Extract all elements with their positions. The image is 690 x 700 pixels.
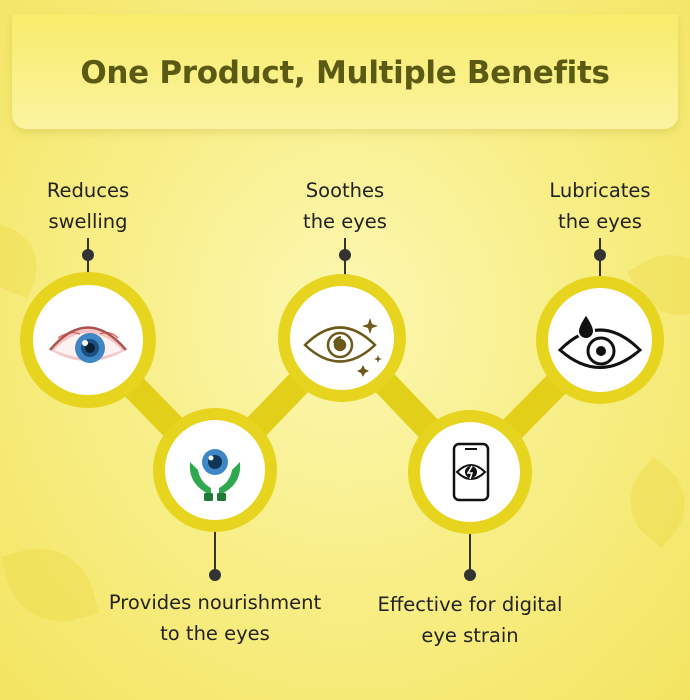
sparkle-icon xyxy=(357,365,369,377)
benefit-label-line: to the eyes xyxy=(160,622,270,645)
red-eye-icon xyxy=(49,326,127,363)
benefit-label: Reduces swelling xyxy=(18,175,158,237)
benefit-label-line: the eyes xyxy=(303,210,387,233)
pointer-dot xyxy=(209,569,221,581)
benefit-label: Lubricates the eyes xyxy=(520,175,680,237)
pointer-dot xyxy=(339,249,351,261)
pointer-dot xyxy=(594,249,606,261)
eye-drop-icon xyxy=(557,312,643,369)
sparkle-icon xyxy=(374,355,382,363)
title-banner xyxy=(12,14,678,129)
benefit-label: Provides nourishment to the eyes xyxy=(85,587,345,649)
benefit-label-line: Provides nourishment xyxy=(108,591,322,614)
benefit-label-line: Effective for digital xyxy=(377,593,563,616)
benefit-label: Soothes the eyes xyxy=(275,175,415,237)
sparkle-eye-icon xyxy=(303,326,377,363)
benefit-label-line: the eyes xyxy=(558,210,642,233)
benefit-label-line: swelling xyxy=(48,210,128,233)
eye-care-hands-icon xyxy=(189,449,241,501)
benefit-label: Effective for digital eye strain xyxy=(355,589,585,651)
phone-eye-strain-icon xyxy=(452,442,490,502)
pointer-dot xyxy=(82,249,94,261)
benefit-label-line: Soothes xyxy=(305,179,385,202)
benefit-label-line: eye strain xyxy=(421,624,519,647)
pointer-dot xyxy=(464,569,476,581)
page-title: One Product, Multiple Benefits xyxy=(80,55,610,91)
benefit-node xyxy=(278,274,406,402)
benefit-label-line: Reduces xyxy=(46,179,130,202)
sparkle-icon xyxy=(362,318,378,334)
benefit-node xyxy=(536,276,664,404)
pointers xyxy=(82,238,606,581)
benefit-label-line: Lubricates xyxy=(549,179,651,202)
